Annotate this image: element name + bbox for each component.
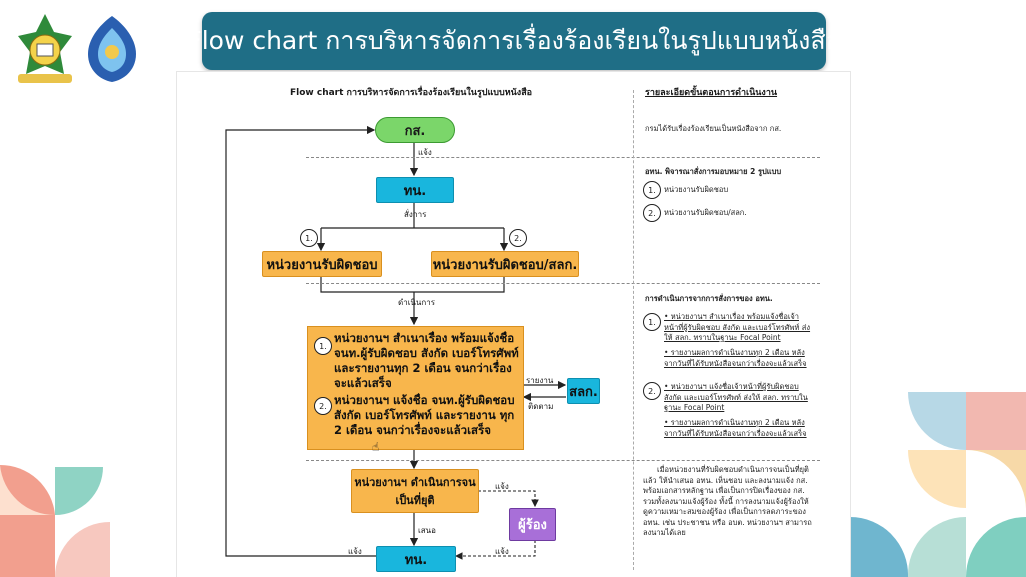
- separator-1: [306, 157, 820, 158]
- page-title-banner: Flow chart การบริหารจัดการเรื่องร้องเรีย…: [187, 12, 841, 70]
- branch2-number: 2.: [509, 229, 527, 247]
- decor-left-shapes: [0, 464, 110, 577]
- node-complainant: ผู้ร้อง: [509, 508, 556, 541]
- detail-actions-number-2: 2.: [643, 382, 661, 400]
- detail-assign-b: หน่วยงานรับผิดชอบ/สลก.: [664, 208, 747, 217]
- label-notify: แจ้ง: [418, 148, 432, 157]
- node-tn: ทน.: [376, 177, 454, 203]
- detail-action-2b: • รายงานผลการดำเนินงานทุก 2 เดือน หลังจา…: [664, 418, 807, 438]
- node-responsible-unit-slk: หน่วยงานรับผิดชอบ/สลก.: [431, 251, 579, 277]
- branch1-number: 1.: [300, 229, 318, 247]
- detail-actions-title: การดำเนินการจากการสั่งการของ อทน.: [645, 294, 773, 303]
- node-tn-end: ทน.: [376, 546, 456, 572]
- detail-assign-a: หน่วยงานรับผิดชอบ: [664, 185, 729, 194]
- label-notify-3: แจ้ง: [495, 547, 509, 556]
- node-unit-finalize: หน่วยงานฯ ดำเนินการจนเป็นที่ยุติ: [351, 469, 479, 513]
- node-responsible-unit: หน่วยงานรับผิดชอบ: [262, 251, 382, 277]
- decor-right-shapes: [850, 392, 1026, 577]
- node-action-steps: [307, 326, 524, 450]
- column-divider: [633, 90, 634, 570]
- step1-text: หน่วยงานฯ สำเนาเรื่อง พร้อมแจ้งชื่อ จนท.…: [334, 331, 519, 390]
- detail-assign-title: อทน. พิจารณาสั่งการมอบหมาย 2 รูปแบบ: [645, 167, 782, 176]
- label-follow: ติดตาม: [528, 402, 554, 411]
- label-order: สั่งการ: [404, 210, 427, 219]
- detail-assign-number-2: 2.: [643, 204, 661, 222]
- label-notify-2: แจ้ง: [495, 482, 509, 491]
- label-propose: เสนอ: [418, 526, 436, 535]
- detail-action-1a: • หน่วยงานฯ สำเนาเรื่อง พร้อมแจ้งชื่อเจ้…: [664, 312, 811, 342]
- detail-action-2a: • หน่วยงานฯ แจ้งชื่อเจ้าหน้าที่ผู้รับผิด…: [664, 382, 808, 412]
- start-node-ks: กส.: [375, 117, 455, 143]
- separator-2: [306, 283, 820, 284]
- details-heading: รายละเอียดขั้นตอนการดำเนินงาน: [645, 88, 778, 98]
- step2-text: หน่วยงานฯ แจ้งชื่อ จนท.ผู้รับผิดชอบ สังก…: [334, 393, 515, 437]
- detail-closing: เมื่อหน่วยงานที่รับผิดชอบดำเนินการจนเป็น…: [643, 465, 812, 537]
- detail-action-1b: • รายงานผลการดำเนินงานทุก 2 เดือน หลังจา…: [664, 348, 807, 368]
- flowchart-panel: [177, 72, 850, 577]
- label-report: รายงาน: [526, 376, 554, 385]
- crest-logo: [84, 14, 140, 84]
- flowchart-heading: Flow chart การบริหารจัดการเรื่องร้องเรีย…: [290, 88, 533, 98]
- label-proceed: ดำเนินการ: [398, 298, 435, 307]
- node-slk: สลก.: [567, 378, 600, 404]
- separator-3: [306, 460, 820, 461]
- label-notify-4: แจ้ง: [348, 547, 362, 556]
- department-logo: [10, 12, 80, 86]
- detail-actions-number-1: 1.: [643, 313, 661, 331]
- detail-assign-number-1: 1.: [643, 181, 661, 199]
- step1-number: 1.: [314, 337, 332, 355]
- cursor-hand-icon: ☝: [372, 440, 380, 454]
- step2-number: 2.: [314, 397, 332, 415]
- detail-receive: กรมได้รับเรื่องร้องเรียนเป็นหนังสือจาก ก…: [645, 124, 782, 133]
